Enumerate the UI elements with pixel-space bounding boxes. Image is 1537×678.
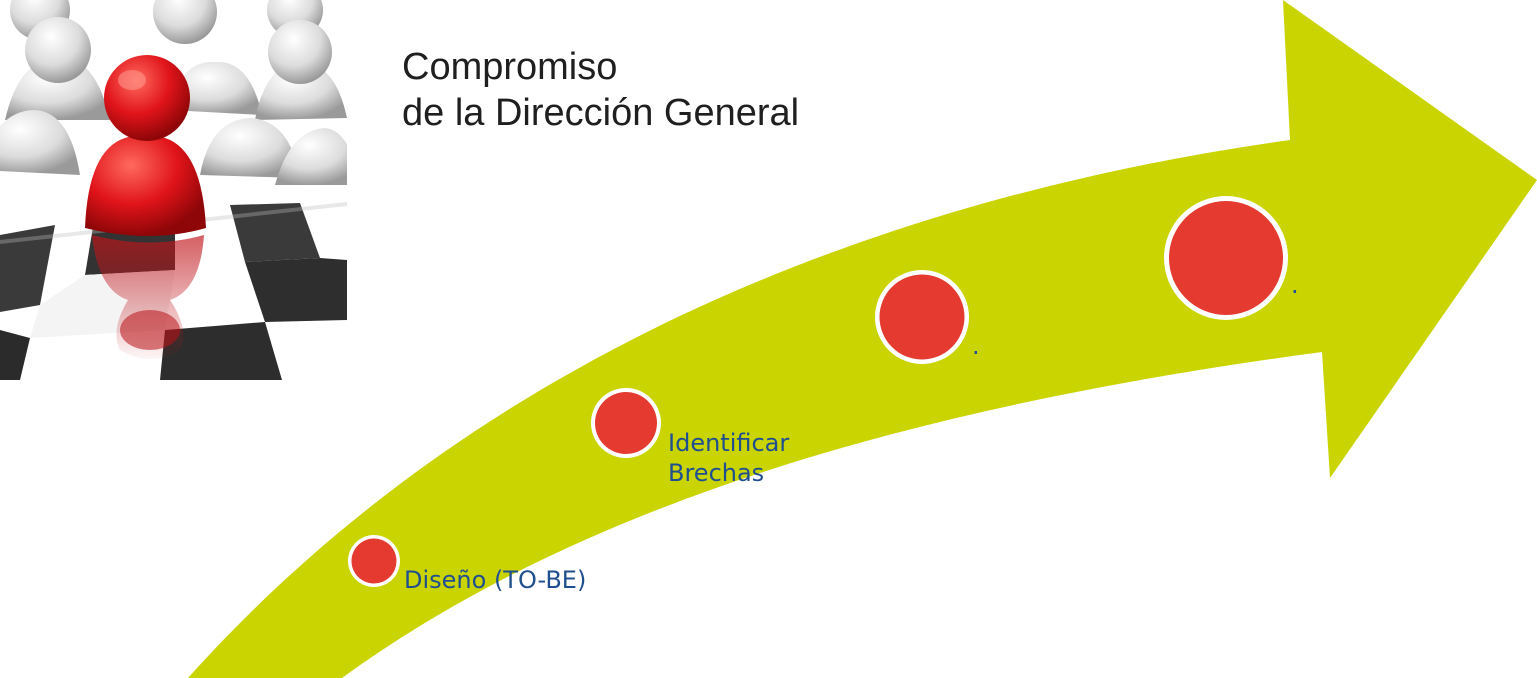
page-title: Compromiso de la Dirección General xyxy=(402,44,799,136)
step-label-2: Identificar Brechas xyxy=(668,429,790,487)
step-label-3: . xyxy=(972,332,980,360)
step-label-1: Diseño (TO-BE) xyxy=(404,566,587,594)
step-label-4: . xyxy=(1291,271,1299,299)
step-circle-4 xyxy=(1164,196,1288,320)
title-line-1: Compromiso xyxy=(402,46,618,88)
process-arrow xyxy=(188,0,1537,678)
step-circle-2 xyxy=(591,388,661,458)
title-line-2: de la Dirección General xyxy=(402,92,800,134)
chess-leader-red-pawn-icon xyxy=(0,0,347,380)
step-circle-1 xyxy=(348,535,400,587)
step-circle-3 xyxy=(875,270,969,364)
